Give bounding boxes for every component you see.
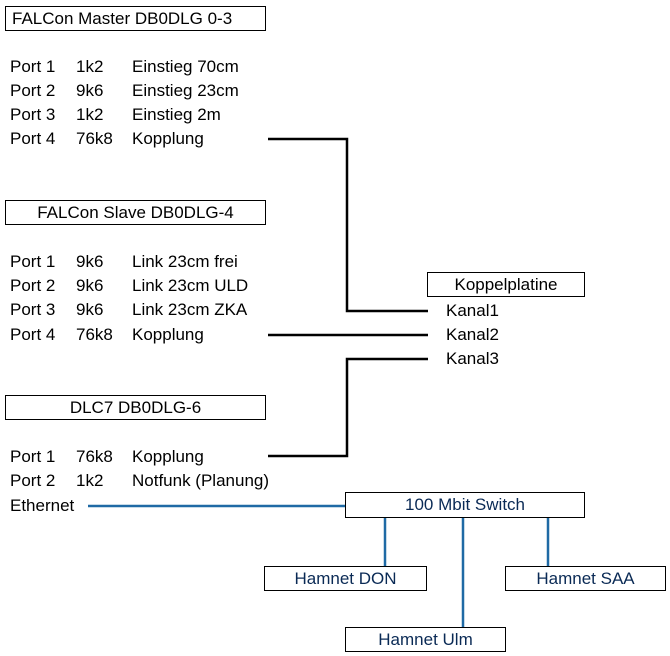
master-port-2-desc: Einstieg 23cm bbox=[132, 81, 239, 100]
wire-master-kanal1 bbox=[268, 137, 428, 313]
switch-title: 100 Mbit Switch bbox=[405, 495, 525, 514]
master-title: FALCon Master DB0DLG 0-3 bbox=[12, 8, 233, 28]
hamnet-ulm-box: Hamnet Ulm bbox=[345, 627, 506, 652]
slave-port-3-rate: 9k6 bbox=[76, 300, 104, 319]
dlc7-port-1-rate: 76k8 bbox=[76, 447, 113, 466]
master-title-box: FALCon Master DB0DLG 0-3 bbox=[5, 6, 266, 31]
hamnet-saa-label: Hamnet SAA bbox=[536, 568, 635, 588]
master-port-4-rate: 76k8 bbox=[76, 129, 113, 148]
master-port-3-desc: Einstieg 2m bbox=[132, 105, 221, 124]
master-port-2-name: Port 2 bbox=[10, 81, 56, 100]
slave-port-2-desc: Link 23cm ULD bbox=[132, 276, 249, 295]
hamnet-don-box: Hamnet DON bbox=[264, 566, 427, 591]
master-port-2-rate: 9k6 bbox=[76, 81, 104, 100]
slave-port-4-name: Port 4 bbox=[10, 325, 56, 344]
master-port-3-name: Port 3 bbox=[10, 105, 56, 124]
dlc7-port-1-name: Port 1 bbox=[10, 447, 56, 466]
slave-port-3-name: Port 3 bbox=[10, 300, 56, 319]
slave-title-box: FALCon Slave DB0DLG-4 bbox=[5, 200, 266, 225]
master-port-4-name: Port 4 bbox=[10, 129, 56, 148]
slave-port-3-desc: Link 23cm ZKA bbox=[132, 300, 248, 319]
koppelplatine-title: Koppelplatine bbox=[454, 274, 558, 294]
dlc7-ethernet-label: Ethernet bbox=[10, 496, 75, 515]
hamnet-don-label: Hamnet DON bbox=[294, 568, 397, 588]
dlc7-port-2-desc: Notfunk (Planung) bbox=[132, 471, 270, 490]
dlc7-title-box: DLC7 DB0DLG-6 bbox=[5, 395, 266, 420]
koppelplatine-box: Koppelplatine bbox=[427, 272, 585, 297]
slave-port-2-name: Port 2 bbox=[10, 276, 56, 295]
slave-port-4-desc: Kopplung bbox=[132, 325, 204, 344]
dlc7-port-1-desc: Kopplung bbox=[132, 447, 204, 466]
master-port-1-rate: 1k2 bbox=[76, 57, 104, 76]
slave-port-2-rate: 9k6 bbox=[76, 276, 104, 295]
hamnet-saa-box: Hamnet SAA bbox=[505, 566, 666, 591]
master-port-3-rate: 1k2 bbox=[76, 105, 104, 124]
kanal2-label: Kanal2 bbox=[446, 325, 499, 344]
dlc7-title: DLC7 DB0DLG-6 bbox=[69, 397, 202, 417]
hamnet-ulm-label: Hamnet Ulm bbox=[378, 629, 473, 649]
dlc7-port-2-name: Port 2 bbox=[10, 471, 56, 490]
master-port-4-desc: Kopplung bbox=[132, 129, 204, 148]
wire-dlc7-kanal3 bbox=[268, 357, 428, 458]
dlc7-port-2-rate: 1k2 bbox=[76, 471, 104, 490]
switch-box: 100 Mbit Switch bbox=[345, 492, 585, 518]
slave-port-4-rate: 76k8 bbox=[76, 325, 113, 344]
master-port-1-name: Port 1 bbox=[10, 57, 56, 76]
slave-port-1-rate: 9k6 bbox=[76, 252, 104, 271]
slave-title: FALCon Slave DB0DLG-4 bbox=[37, 202, 234, 222]
kanal3-label: Kanal3 bbox=[446, 349, 499, 368]
kanal1-label: Kanal1 bbox=[446, 301, 499, 320]
slave-port-1-desc: Link 23cm frei bbox=[132, 252, 238, 271]
master-port-1-desc: Einstieg 70cm bbox=[132, 57, 239, 76]
slave-port-1-name: Port 1 bbox=[10, 252, 56, 271]
